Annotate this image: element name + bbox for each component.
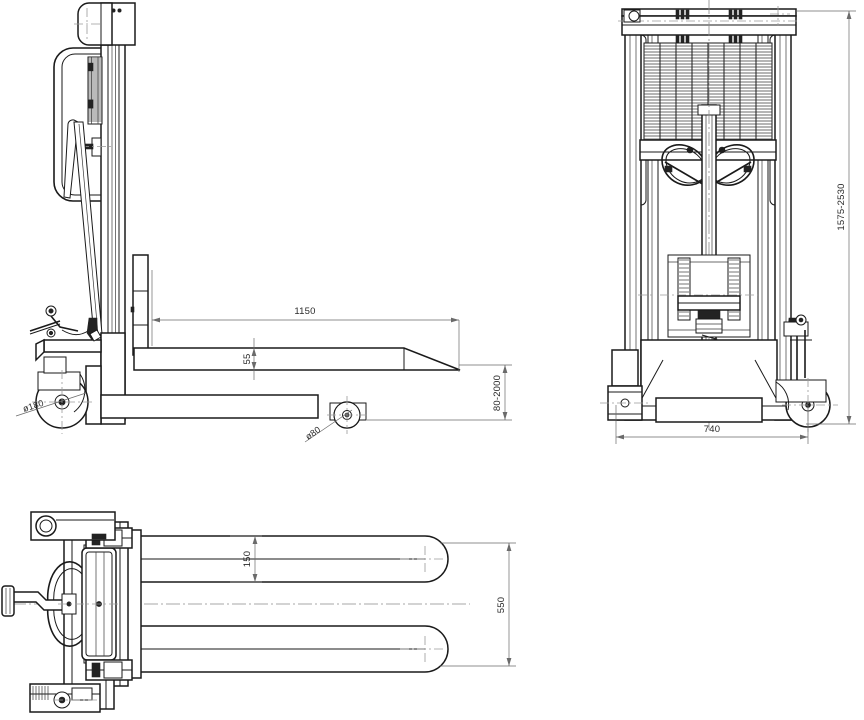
front-handle-guard (662, 145, 754, 186)
side-base-beam (100, 394, 319, 419)
dim-label-fork-spread: 550 (496, 597, 507, 613)
side-fork-blade-upper (133, 347, 461, 371)
dim-fork-width: 150 (230, 535, 262, 583)
side-load-roller (327, 396, 367, 434)
plan-tiller-arm (1, 585, 120, 617)
front-load-backrest-grid (643, 42, 773, 141)
side-steer-wheel (32, 356, 92, 434)
front-view: 1575-2530 740 (600, 0, 856, 444)
side-mast-rack (87, 56, 103, 125)
front-left-wheel (600, 349, 650, 421)
dim-fork-length: 1150 (151, 270, 460, 372)
side-pedal-linkage (30, 305, 102, 342)
dim-label-lift-range: 80-2000 (492, 375, 503, 411)
dim-label-fork-length: 1150 (294, 306, 315, 317)
plan-view: 150 550 (1, 511, 516, 713)
front-top-clamps (675, 9, 743, 44)
plan-bottom-caster (29, 683, 101, 713)
plan-caster-hatch (33, 686, 48, 700)
side-fork-carriage (130, 254, 149, 356)
dim-lift-range: 80-2000 (367, 364, 512, 421)
plan-top-wheel-housing (30, 511, 116, 541)
dim-mast-height-range: 1575-2530 (796, 10, 856, 425)
dim-fork-spread: 550 (440, 542, 516, 667)
backrest-horizontal-bars (644, 46, 772, 139)
dim-label-overall-width: 740 (704, 424, 720, 435)
side-control-head (74, 2, 136, 46)
dim-label-fork-thickness: 55 (242, 354, 253, 365)
dim-label-mast-height-range: 1575-2530 (836, 183, 847, 230)
side-view: 1150 55 80-2000 ø180 ø80 (15, 2, 512, 443)
plan-forks (139, 535, 449, 673)
front-base-legs (615, 339, 803, 423)
dim-overall-width: 740 (615, 405, 809, 444)
dim-fork-thickness: 55 (242, 338, 257, 380)
dim-label-fork-width: 150 (242, 551, 253, 567)
